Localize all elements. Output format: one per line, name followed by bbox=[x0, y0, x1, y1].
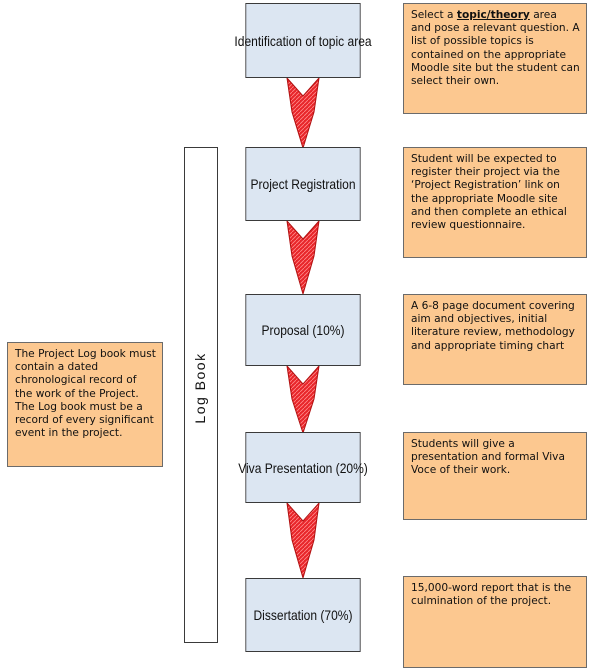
note-topic-bold: topic/theory bbox=[456, 9, 530, 21]
down-arrow-4 bbox=[286, 501, 320, 580]
down-arrow-3 bbox=[286, 364, 320, 435]
note-viva: Students will give a presentation and fo… bbox=[403, 432, 587, 520]
step-registration: Project Registration bbox=[245, 147, 361, 221]
note-proposal: A 6-8 page document covering aim and obj… bbox=[403, 294, 587, 385]
note-topic: Select a topic/theory area and pose a re… bbox=[403, 3, 587, 114]
step-viva: Viva Presentation (20%) bbox=[238, 432, 368, 503]
note-topic-post: area and pose a relevant question. A lis… bbox=[411, 9, 580, 88]
step-proposal: Proposal (10%) bbox=[245, 294, 361, 366]
log-book-bar: Log Book bbox=[184, 147, 218, 643]
down-arrow-2 bbox=[286, 219, 320, 296]
note-registration: Student will be expected to register the… bbox=[403, 147, 587, 258]
step-dissertation: Dissertation (70%) bbox=[245, 578, 361, 652]
step-identification: Identification of topic area bbox=[234, 3, 372, 78]
down-arrow-1 bbox=[286, 76, 320, 150]
note-topic-pre: Select a bbox=[411, 9, 457, 21]
log-book-label: Log Book bbox=[192, 352, 208, 424]
note-dissertation: 15,000-word report that is the culminati… bbox=[403, 576, 587, 668]
log-book-note: The Project Log book must contain a date… bbox=[7, 342, 163, 467]
